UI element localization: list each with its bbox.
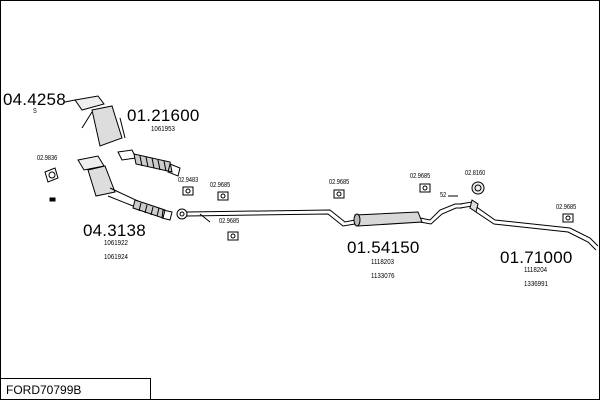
bolt-marker — [49, 197, 56, 202]
part-number-04-3138: 04.3138 — [83, 221, 146, 240]
middle-silencer — [353, 203, 462, 227]
fitting-label: 02.8160 — [465, 170, 486, 177]
clamp-size-label: 52 — [440, 192, 447, 199]
fitting-label: 02.9483 — [178, 177, 199, 184]
mid-pipe — [186, 209, 356, 223]
oe-number: 1133076 — [371, 271, 395, 280]
diagram-code: FORD70799B — [6, 383, 82, 397]
part-number-01-71000: 01.71000 — [500, 248, 573, 267]
fitting-label: 02.9685 — [329, 179, 350, 186]
fitting-label: 02.9685 — [219, 218, 240, 225]
clamp-02-8160 — [471, 181, 485, 195]
flange-connector — [176, 208, 188, 220]
diagram-code-box: FORD70799B — [1, 378, 151, 399]
fitting-label: 02.9685 — [210, 182, 231, 189]
fitting-label: 02.9836 — [37, 155, 58, 162]
oe-number: 1061924 — [104, 252, 128, 261]
oe-number: 1118203 — [371, 257, 395, 266]
fitting-label: 02.9685 — [410, 173, 431, 180]
fitting-label: 02.9685 — [556, 204, 577, 211]
part-number-04-4258: 04.4258 — [3, 90, 66, 109]
part-number-01-54150: 01.54150 — [347, 238, 420, 257]
oe-number: 1061922 — [104, 238, 128, 247]
front-flex-pipe — [117, 149, 181, 177]
rubber-hangers — [182, 183, 574, 241]
oe-number: 1336991 — [524, 279, 548, 288]
part-note: S — [33, 108, 37, 115]
part-number-01-21600: 01.21600 — [127, 106, 200, 125]
rear-silencer — [459, 199, 599, 251]
upper-catalytic-converter — [64, 95, 126, 147]
oe-number: 1061953 — [151, 124, 175, 133]
oe-number: 1118204 — [524, 265, 548, 274]
lower-catalytic-converter — [77, 155, 173, 221]
gasket-02-9836 — [44, 167, 59, 183]
